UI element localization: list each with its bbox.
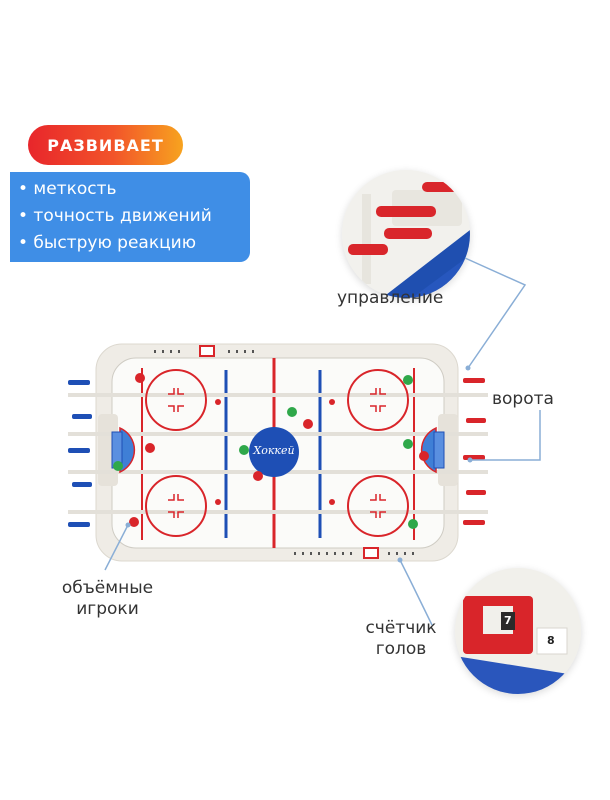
develops-badge: РАЗВИВАЕТ xyxy=(28,125,183,165)
scorer-digit-left: 7 xyxy=(504,614,512,627)
players-label-line2: игроки xyxy=(76,599,139,619)
scorer-zoom-image: 7 8 xyxy=(455,568,581,694)
scorer-label-line2: голов xyxy=(375,639,427,659)
control-label: управление xyxy=(337,288,444,308)
hockey-table: Хоккей xyxy=(68,340,488,565)
scorer-label-line1: счётчик xyxy=(365,618,437,638)
rink-logo: Хоккей xyxy=(253,444,295,457)
benefits-list: • меткость • точность движений • быструю… xyxy=(10,172,250,262)
scorer-digit-right: 8 xyxy=(547,634,555,647)
control-zoom-image xyxy=(342,170,470,298)
goals-label: ворота xyxy=(492,389,554,409)
players-label-line1: объёмные xyxy=(61,578,154,598)
benefit-accuracy: • меткость xyxy=(18,179,117,199)
benefit-reaction: • быструю реакцию xyxy=(18,233,197,253)
players-label: объёмные игроки xyxy=(50,578,165,620)
benefit-precision: • точность движений xyxy=(18,206,212,226)
scorer-label: счётчик голов xyxy=(356,618,446,660)
